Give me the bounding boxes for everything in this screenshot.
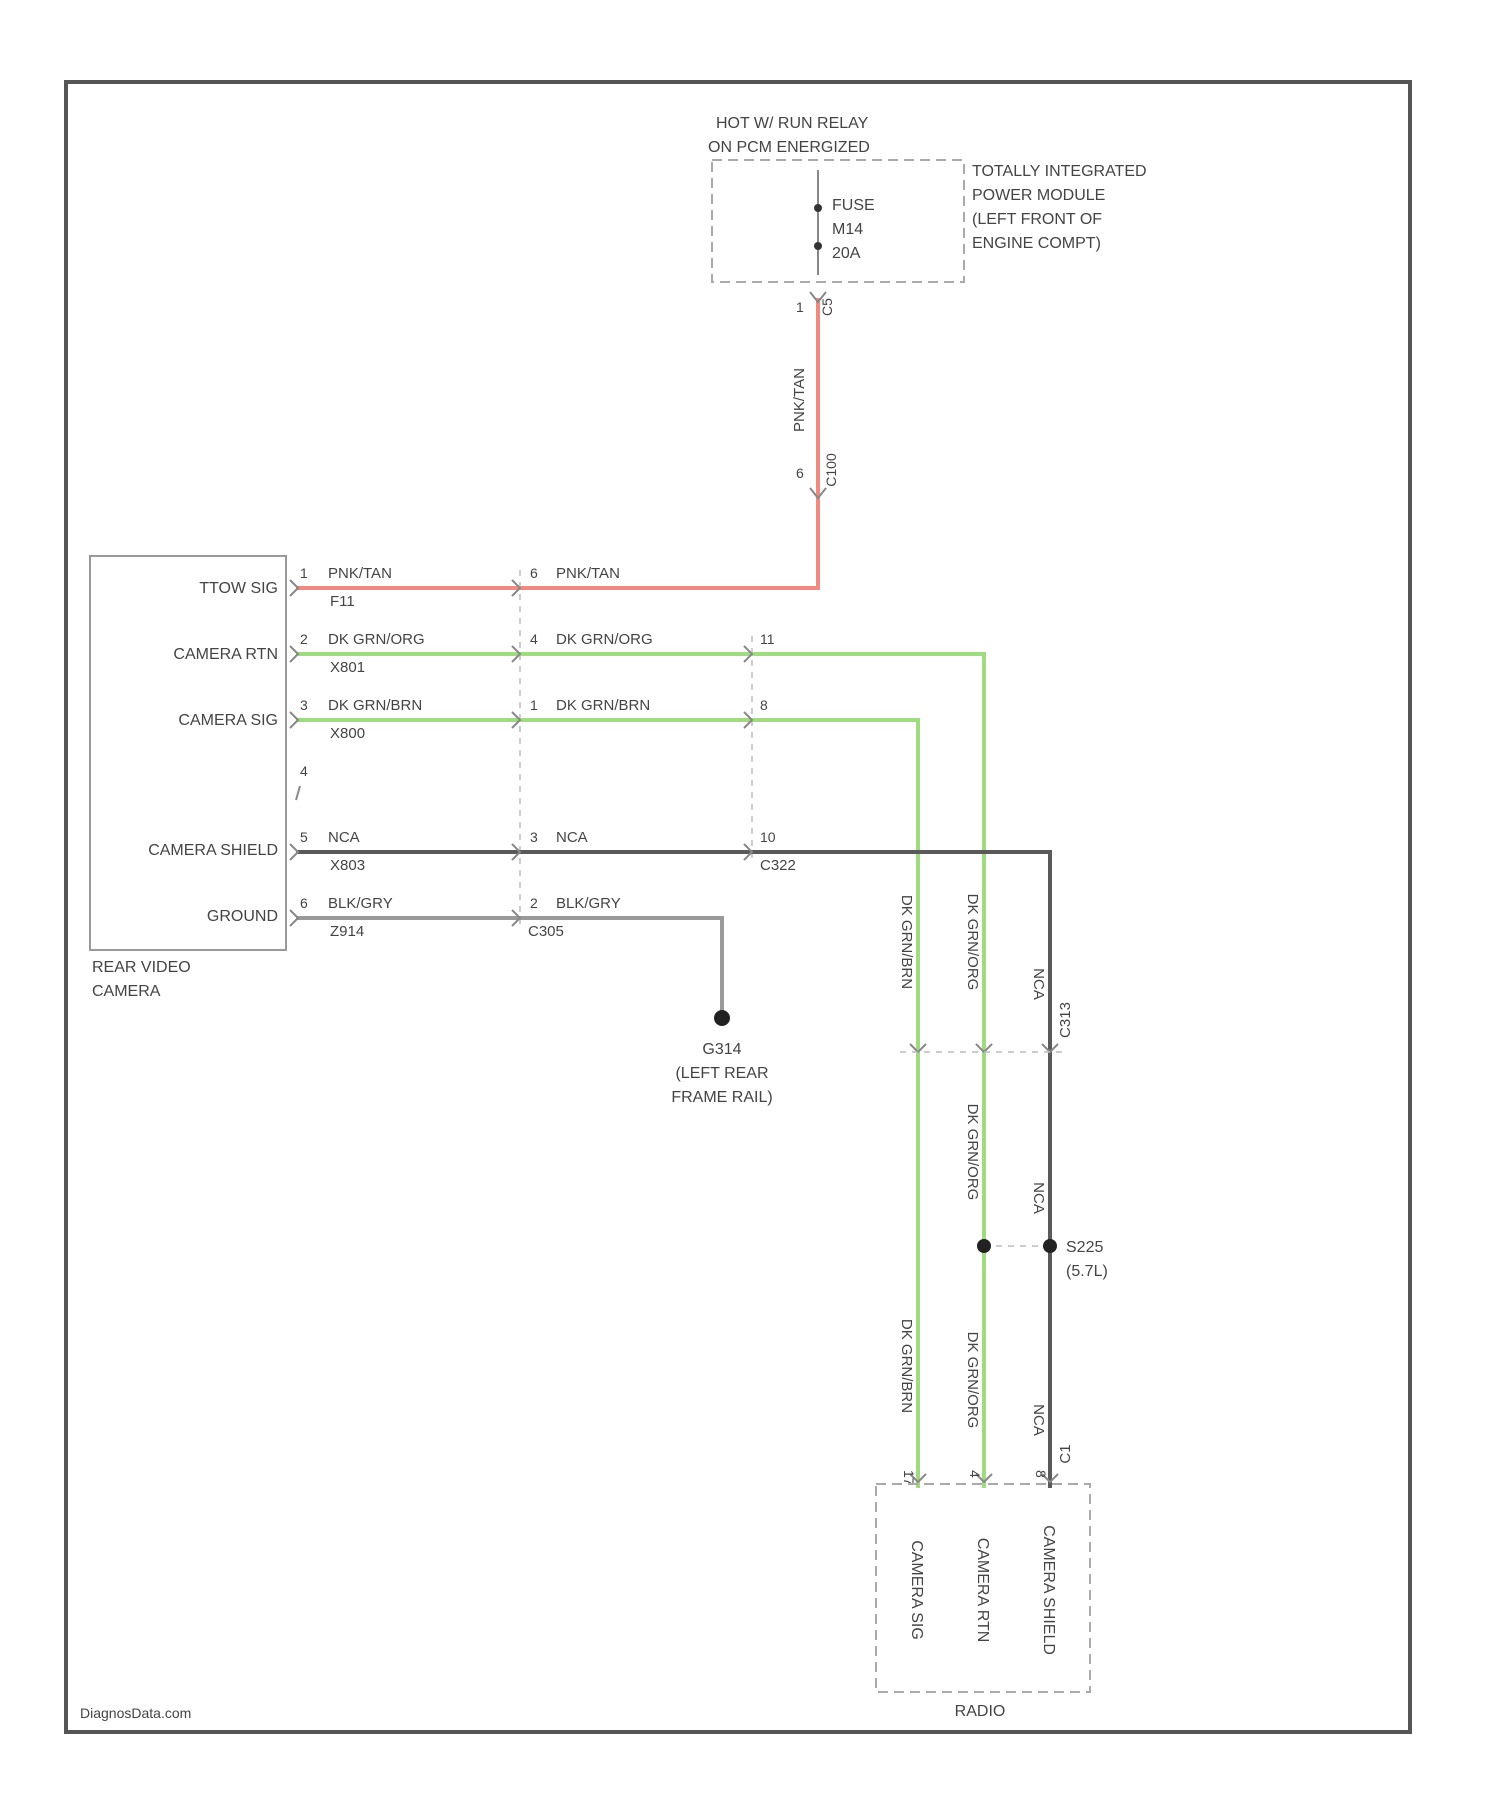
camera-wire-color-1: PNK/TAN — [328, 565, 392, 582]
inline1-wire-ttow: PNK/TAN — [556, 565, 620, 582]
camera-pin-name-3: CAMERA SIG — [178, 712, 278, 729]
module-label-line2: POWER MODULE — [972, 187, 1105, 204]
inline1-conn-label: C305 — [528, 923, 564, 940]
rtn-lower-label: DK GRN/ORG — [964, 1332, 981, 1429]
inline1-pin-ttow: 6 — [530, 565, 538, 581]
splice-dot-rtn — [977, 1239, 991, 1253]
camera-wire-circuit-6: Z914 — [330, 923, 364, 940]
shield-lower-label: NCA — [1030, 1404, 1047, 1436]
splice-dot-shield — [1043, 1239, 1057, 1253]
splice-label-line2: (5.7L) — [1066, 1263, 1108, 1280]
camera-wire-circuit-5: X803 — [330, 857, 365, 874]
camera-pin-name-5: CAMERA SHIELD — [148, 842, 278, 859]
relay-pin-mid: 6 — [796, 465, 804, 481]
camera-wire-color-3: DK GRN/BRN — [328, 697, 422, 714]
radio-label: RADIO — [955, 1703, 1006, 1720]
camera-pin-name-6: GROUND — [207, 908, 278, 925]
camera-wire-color-6: BLK/GRY — [328, 895, 393, 912]
camera-wire-color-2: DK GRN/ORG — [328, 631, 425, 648]
sig-upper-label: DK GRN/BRN — [898, 895, 915, 989]
conn-lower-label: C1 — [1057, 1444, 1074, 1463]
camera-shield-wire — [296, 852, 1050, 1488]
inline2-conn-label: C322 — [760, 857, 796, 874]
inline1-wire-sig: DK GRN/BRN — [556, 697, 650, 714]
shield-upper-label: NCA — [1030, 968, 1047, 1000]
fuse-label-line2: M14 — [832, 221, 863, 238]
sig-lower-label: DK GRN/BRN — [898, 1319, 915, 1413]
camera-pin-num-3: 3 — [300, 697, 308, 713]
radio-col-rtn: CAMERA RTN — [974, 1538, 991, 1643]
radio-pin-shield: 8 — [1033, 1470, 1049, 1478]
fuse-label-line3: 20A — [832, 245, 861, 262]
inline1-pin-ground: 2 — [530, 895, 538, 911]
conn-upper-label: C313 — [1057, 1002, 1074, 1038]
ground-point-line2: (LEFT REAR — [675, 1065, 768, 1082]
fuse-label-line1: FUSE — [832, 197, 875, 214]
relay-pin-top: 1 — [796, 299, 804, 315]
inline2-pin-sig: 8 — [760, 697, 768, 713]
camera-pin-num-1: 1 — [300, 565, 308, 581]
relay-conn-top: C5 — [819, 298, 835, 316]
radio-col-shield: CAMERA SHIELD — [1040, 1525, 1057, 1655]
module-label-line1: TOTALLY INTEGRATED — [972, 163, 1147, 180]
camera-rtn-wire — [296, 654, 984, 1488]
relay-conn-mid: C100 — [823, 453, 839, 487]
rear-camera-box — [90, 556, 286, 950]
ground-point-line3: FRAME RAIL) — [671, 1089, 772, 1106]
relay-wire-vertical-label: PNK/TAN — [791, 368, 808, 432]
inline1-pin-shield: 3 — [530, 829, 538, 845]
inline1-wire-ground: BLK/GRY — [556, 895, 621, 912]
radio-pin-rtn: 4 — [967, 1470, 983, 1478]
inline1-wire-shield: NCA — [556, 829, 588, 846]
camera-pin-num-4: 4 — [300, 763, 308, 779]
relay-label-line2: ON PCM ENERGIZED — [708, 139, 870, 156]
camera-pin4-stub — [296, 786, 300, 800]
fuse-dot-bottom — [814, 242, 822, 250]
camera-pin-name-1: TTOW SIG — [199, 580, 278, 597]
camera-wire-circuit-2: X801 — [330, 659, 365, 676]
camera-sig-wire — [296, 720, 918, 1488]
inline2-pin-shield: 10 — [760, 829, 776, 845]
module-label-line4: ENGINE COMPT) — [972, 235, 1101, 252]
camera-wire-circuit-3: X800 — [330, 725, 365, 742]
radio-col-sig: CAMERA SIG — [908, 1540, 925, 1640]
camera-pin-num-6: 6 — [300, 895, 308, 911]
shield-mid-label: NCA — [1030, 1182, 1047, 1214]
camera-pin-name-2: CAMERA RTN — [173, 646, 278, 663]
rtn-upper-label: DK GRN/ORG — [964, 894, 981, 991]
ground-point-line1: G314 — [702, 1041, 741, 1058]
ttow-sig-wire — [296, 298, 818, 588]
camera-wire-circuit-1: F11 — [330, 593, 355, 610]
splice-label-line1: S225 — [1066, 1239, 1103, 1256]
camera-pin-num-2: 2 — [300, 631, 308, 647]
relay-label-line1: HOT W/ RUN RELAY — [716, 115, 869, 132]
diagram-frame — [66, 82, 1410, 1732]
camera-label-line2: CAMERA — [92, 983, 161, 1000]
camera-pin-num-5: 5 — [300, 829, 308, 845]
watermark: DiagnosData.com — [80, 1705, 191, 1721]
inline1-pin-rtn: 4 — [530, 631, 538, 647]
inline1-wire-rtn: DK GRN/ORG — [556, 631, 653, 648]
ground-point-dot — [714, 1010, 730, 1026]
connector-ticks — [290, 580, 1058, 1482]
inline2-pin-rtn: 11 — [760, 631, 775, 647]
rtn-mid-label: DK GRN/ORG — [964, 1104, 981, 1201]
module-label-line3: (LEFT FRONT OF — [972, 211, 1102, 228]
camera-label-line1: REAR VIDEO — [92, 959, 191, 976]
fuse-dot-top — [814, 204, 822, 212]
camera-wire-color-5: NCA — [328, 829, 360, 846]
inline1-pin-sig: 1 — [530, 697, 538, 713]
